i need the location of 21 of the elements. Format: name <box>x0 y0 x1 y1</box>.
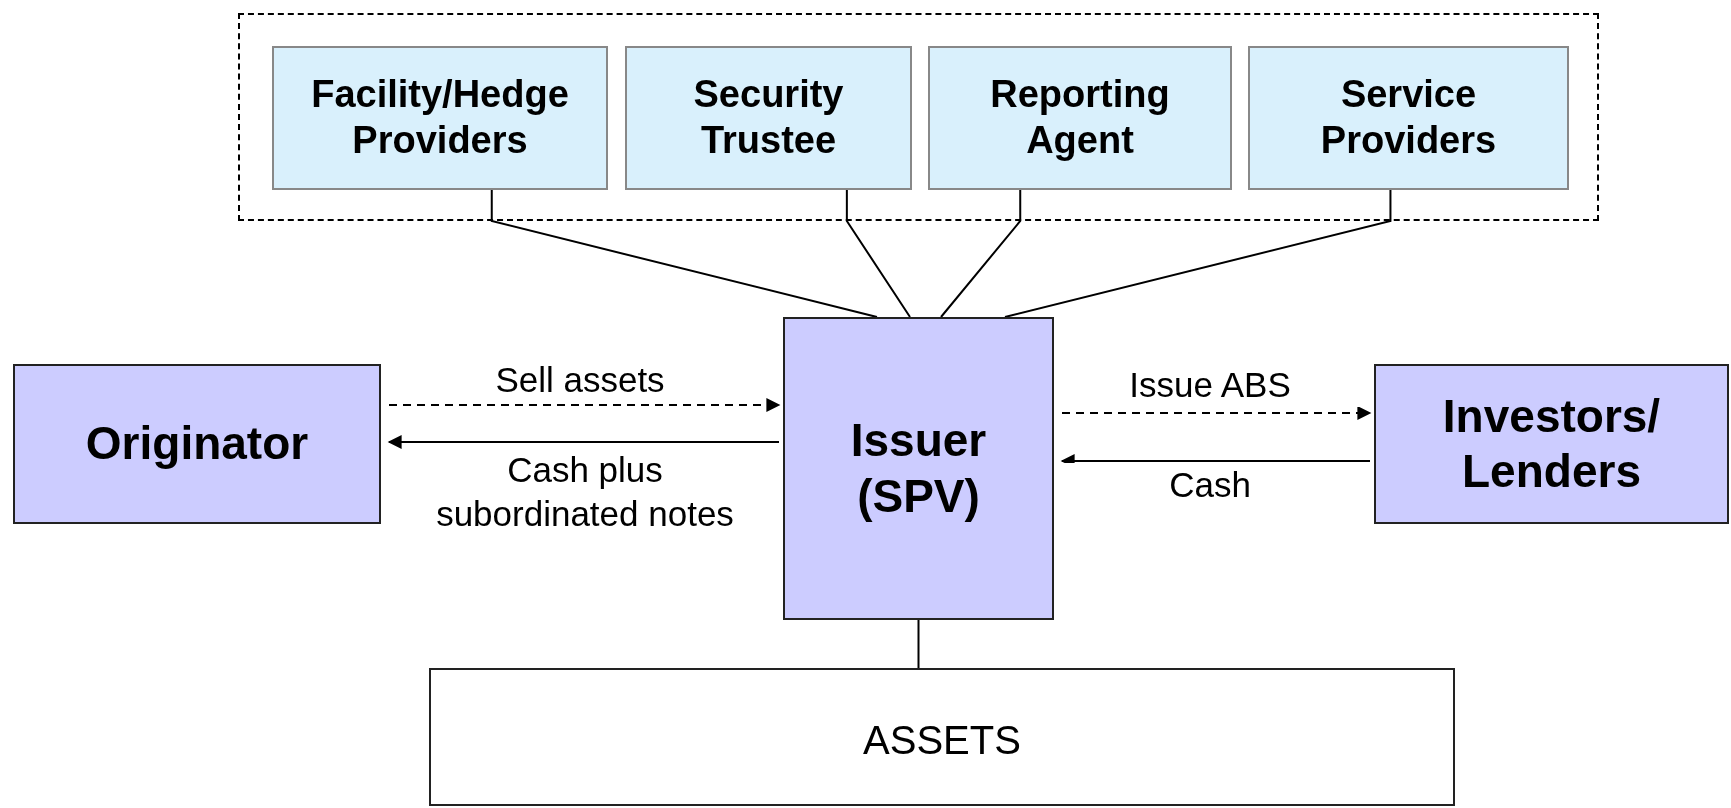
party-box <box>1374 364 1729 524</box>
node-label: Investors/ Lenders <box>1441 388 1662 499</box>
dashed-group-box <box>238 13 1599 221</box>
node-label: ASSETS <box>863 717 1021 764</box>
connector-line <box>917 619 920 669</box>
party-box <box>13 364 381 524</box>
node-label: Originator <box>85 416 309 472</box>
assets-box <box>429 668 1455 806</box>
arrow <box>388 398 781 412</box>
node-label: Facility/Hedge Providers <box>310 72 570 163</box>
node-label: Security Trustee <box>692 72 845 163</box>
party-box <box>272 46 608 190</box>
node-label: Service Providers <box>1319 72 1498 163</box>
party-box <box>625 46 912 190</box>
node-label: Reporting Agent <box>989 72 1171 163</box>
issuer-box <box>783 317 1054 620</box>
arrow <box>387 435 780 449</box>
node-label: Issuer (SPV) <box>849 413 988 524</box>
party-box <box>928 46 1232 190</box>
arrow <box>1061 406 1372 420</box>
party-box <box>1248 46 1569 190</box>
